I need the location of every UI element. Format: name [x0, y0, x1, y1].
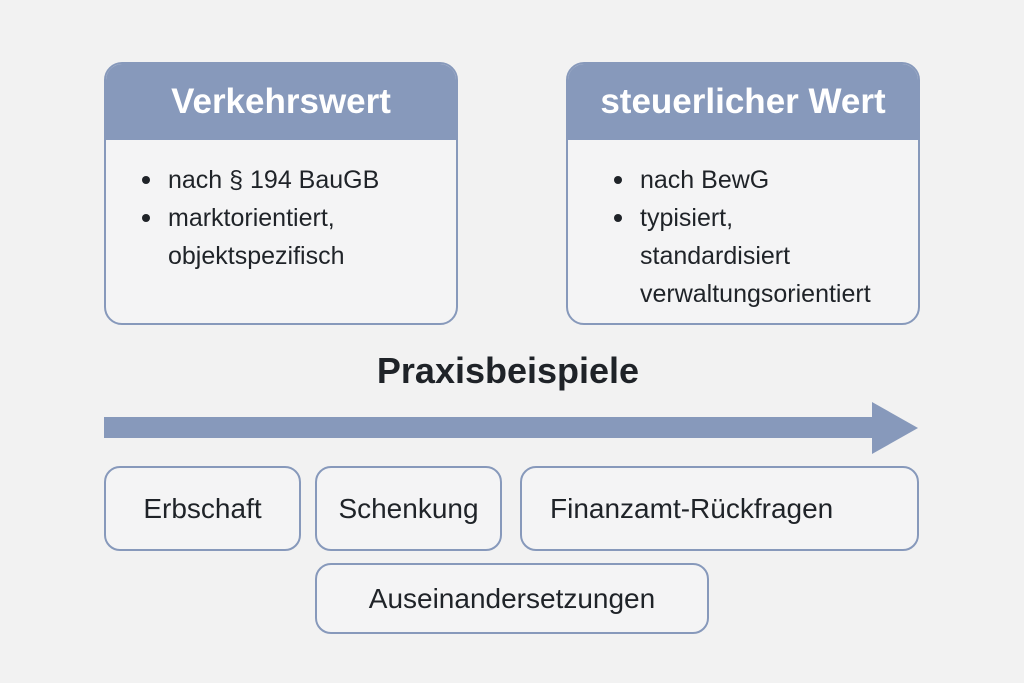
- card-title: steuerlicher Wert: [568, 64, 918, 140]
- bullet-icon: [614, 176, 622, 184]
- list-item-continuation: objektspezifisch: [168, 242, 345, 270]
- list-item: nach § 194 BauGB: [142, 161, 379, 199]
- list-item: marktorientiert,: [142, 199, 379, 237]
- card-steuerlicher-wert: steuerlicher Wert nach BewG typisiert, s…: [566, 62, 920, 325]
- card-verkehrswert: Verkehrswert nach § 194 BauGB marktorien…: [104, 62, 458, 325]
- card-bullet-list: nach BewG typisiert, standardisiert verw…: [614, 161, 871, 313]
- list-item: typisiert,: [614, 199, 871, 237]
- example-auseinandersetzungen: Auseinandersetzungen: [315, 563, 709, 634]
- card-bullet-list: nach § 194 BauGB marktorientiert, objekt…: [142, 161, 379, 275]
- example-erbschaft: Erbschaft: [104, 466, 301, 551]
- list-item: nach BewG: [614, 161, 871, 199]
- bullet-icon: [614, 214, 622, 222]
- bullet-icon: [142, 176, 150, 184]
- card-title: Verkehrswert: [106, 64, 456, 140]
- list-item-continuation: standardisiert: [640, 242, 791, 270]
- section-title: Praxisbeispiele: [376, 350, 640, 391]
- example-finanzamt-rueckfragen: Finanzamt-Rückfragen: [520, 466, 919, 551]
- bullet-icon: [142, 214, 150, 222]
- list-item-continuation: verwaltungsorientiert: [640, 280, 871, 308]
- example-schenkung: Schenkung: [315, 466, 502, 551]
- arrow-right-icon: [104, 402, 918, 454]
